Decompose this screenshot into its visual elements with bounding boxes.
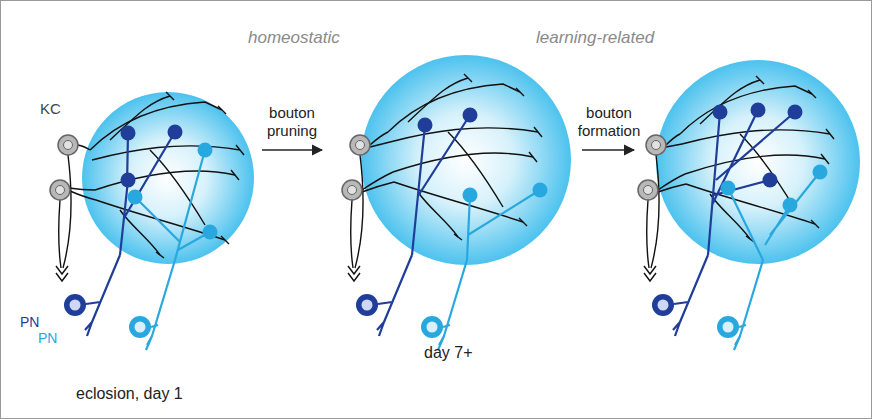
stage-heading: homeostatic [248,28,388,48]
time-label: day 7+ [424,343,524,362]
time-label: eclosion, day 1 [76,384,256,403]
process-label: bouton pruning [252,104,332,140]
cell-label: PN [38,330,78,347]
cell-label: KC [40,100,80,118]
cell-label: PN [20,314,60,331]
process-label: bouton formation [566,104,652,140]
stage-heading: learning-related [536,28,706,48]
